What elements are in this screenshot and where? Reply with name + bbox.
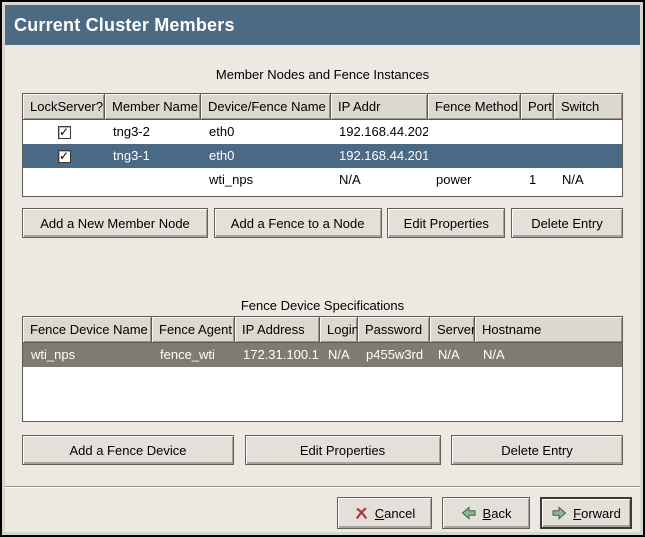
cell-device-fence-name: eth0: [209, 124, 235, 139]
cell-switch: [554, 144, 622, 168]
cell-switch: N/A: [562, 172, 584, 187]
cell-port: [521, 120, 554, 144]
column-header-ip-address[interactable]: IP Address: [235, 317, 320, 343]
column-header-member-name[interactable]: Member Name: [105, 94, 201, 120]
add-new-member-node-button[interactable]: Add a New Member Node: [22, 208, 208, 238]
cell-switch: [554, 120, 622, 144]
column-header-hostname[interactable]: Hostname: [475, 317, 622, 343]
members-table-header: LockServer? Member Name Device/Fence Nam…: [23, 94, 622, 120]
column-header-port[interactable]: Port: [521, 94, 554, 120]
fence-button-row: Add a Fence Device Edit Properties Delet…: [22, 435, 623, 465]
column-header-login[interactable]: Login: [320, 317, 358, 343]
fence-devices-table: Fence Device Name Fence Agent IP Address…: [22, 316, 623, 422]
column-header-ip-addr[interactable]: IP Addr: [331, 94, 428, 120]
cell-ip-addr: 192.168.44.201: [339, 148, 428, 163]
table-row[interactable]: wti_nps N/A power 1 N/A: [23, 168, 622, 192]
cancel-button-label: Cancel: [374, 505, 416, 521]
cell-ip-addr: 192.168.44.202: [339, 124, 428, 139]
green-left-arrow-icon: [461, 505, 477, 521]
lockserver-checkbox[interactable]: ✓: [57, 124, 71, 139]
fence-table-header: Fence Device Name Fence Agent IP Address…: [23, 317, 622, 343]
edit-properties-button[interactable]: Edit Properties: [244, 435, 441, 465]
cell-fence-method: [428, 144, 521, 168]
cell-member-name: [105, 168, 201, 192]
column-header-password[interactable]: Password: [358, 317, 430, 343]
column-header-lockserver[interactable]: LockServer?: [23, 94, 105, 120]
horizontal-separator: [5, 486, 640, 488]
cell-member-name: tng3-2: [113, 124, 150, 139]
lockserver-checkbox[interactable]: ✓: [57, 148, 71, 163]
cancel-button[interactable]: Cancel: [337, 497, 432, 529]
dialog-action-bar: Cancel Back Forward: [337, 497, 632, 529]
green-right-arrow-icon: [551, 505, 567, 521]
cell-fence-agent: fence_wti: [160, 347, 215, 362]
cell-port: 1: [529, 172, 537, 187]
edit-properties-button[interactable]: Edit Properties: [387, 208, 506, 238]
table-row[interactable]: ✓ tng3-2 eth0 192.168.44.202: [23, 120, 622, 144]
cell-fence-method: [428, 120, 521, 144]
back-button-label: Back: [482, 505, 512, 521]
forward-button-label: Forward: [573, 505, 621, 521]
cell-login: N/A: [328, 347, 350, 362]
page-title: Current Cluster Members: [14, 14, 235, 35]
delete-entry-button[interactable]: Delete Entry: [510, 208, 623, 238]
add-fence-device-button[interactable]: Add a Fence Device: [22, 435, 234, 465]
cell-fence-device-name: wti_nps: [31, 347, 76, 362]
cell-ip-addr: N/A: [339, 172, 361, 187]
cell-port: [521, 144, 554, 168]
forward-button[interactable]: Forward: [540, 497, 632, 529]
cell-device-fence-name: eth0: [209, 148, 235, 163]
red-x-icon: [354, 506, 369, 521]
members-table-caption: Member Nodes and Fence Instances: [215, 67, 430, 82]
delete-entry-button[interactable]: Delete Entry: [451, 435, 623, 465]
cell-hostname: N/A: [483, 347, 505, 362]
column-header-fence-method[interactable]: Fence Method: [428, 94, 521, 120]
title-bar: Current Cluster Members: [5, 5, 640, 45]
cell-member-name: tng3-1: [113, 148, 150, 163]
members-button-row: Add a New Member Node Add a Fence to a N…: [22, 208, 623, 238]
cell-server: N/A: [438, 347, 460, 362]
table-row-selected[interactable]: ✓ tng3-1 eth0 192.168.44.201: [23, 144, 622, 168]
cell-password: p455w3rd: [366, 347, 424, 362]
add-fence-to-node-button[interactable]: Add a Fence to a Node: [213, 208, 382, 238]
members-table: LockServer? Member Name Device/Fence Nam…: [22, 93, 623, 197]
column-header-switch[interactable]: Switch: [554, 94, 622, 120]
cell-fence-method: power: [436, 172, 472, 187]
fence-table-caption: Fence Device Specifications: [240, 298, 405, 313]
column-header-fence-device-name[interactable]: Fence Device Name: [23, 317, 152, 343]
back-button[interactable]: Back: [442, 497, 530, 529]
column-header-server[interactable]: Server: [430, 317, 475, 343]
column-header-fence-agent[interactable]: Fence Agent: [152, 317, 235, 343]
table-row-selected[interactable]: wti_nps fence_wti 172.31.100.1 N/A p455w…: [23, 343, 622, 367]
column-header-device-fence-name[interactable]: Device/Fence Name: [201, 94, 331, 120]
cell-device-fence-name: wti_nps: [209, 172, 254, 187]
cell-ip-address: 172.31.100.1: [243, 347, 319, 362]
